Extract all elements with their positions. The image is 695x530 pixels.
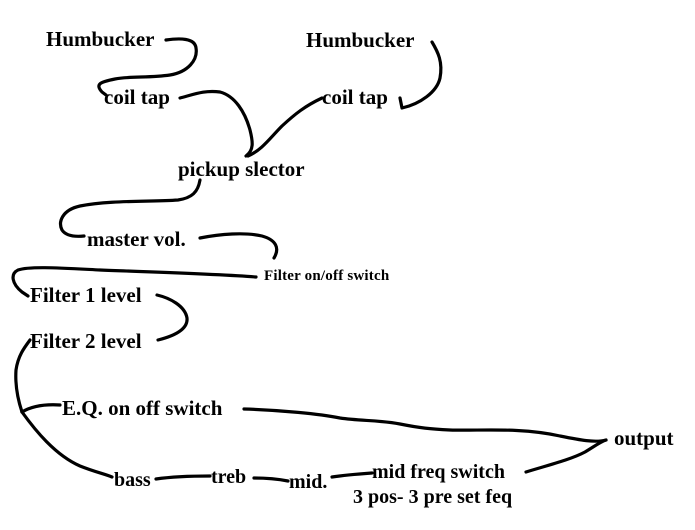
wire-mid-midfreq	[330, 471, 374, 479]
node-treb: treb	[211, 466, 247, 488]
wire-filter2-branch	[14, 338, 32, 414]
node-pickup-selector: pickup slector	[178, 157, 305, 181]
wire-humbucker2-coiltap2	[398, 40, 443, 110]
node-bass: bass	[114, 469, 151, 491]
wire-filterswitch-filter1	[11, 266, 258, 298]
node-mid: mid.	[289, 471, 328, 493]
node-filter-1-level: Filter 1 level	[30, 283, 142, 307]
node-output: output	[614, 426, 674, 450]
node-eq-switch: E.Q. on off switch	[62, 396, 223, 420]
wire-midfreq-output	[524, 438, 608, 474]
wire-coiltap2-selector	[246, 96, 324, 158]
node-coil-tap-2: coil tap	[322, 85, 388, 109]
node-filter-2-level: Filter 2 level	[30, 329, 142, 353]
node-humbucker-1: Humbucker	[46, 27, 155, 51]
wire-treb-mid	[252, 476, 290, 483]
wire-humbucker1-coiltap1	[97, 37, 198, 97]
wire-mastervol-filterswitch	[198, 232, 279, 260]
wire-coiltap1-selector	[178, 89, 254, 158]
wire-bass-treb	[154, 474, 212, 481]
wire-eqswitch-output	[242, 407, 608, 443]
node-coil-tap-1: coil tap	[104, 85, 170, 109]
node-humbucker-2: Humbucker	[306, 28, 415, 52]
node-mid-freq-note: 3 pos- 3 pre set feq	[353, 486, 513, 508]
node-filter-switch: Filter on/off switch	[264, 268, 390, 284]
wire-branch-bass	[20, 410, 114, 479]
node-mid-freq-switch: mid freq switch	[372, 461, 505, 483]
wire-branch-eqswitch	[20, 403, 62, 414]
node-master-vol: master vol.	[87, 227, 186, 251]
wire-filter1-filter2	[155, 293, 189, 342]
wire-selector-mastervol	[58, 178, 202, 238]
